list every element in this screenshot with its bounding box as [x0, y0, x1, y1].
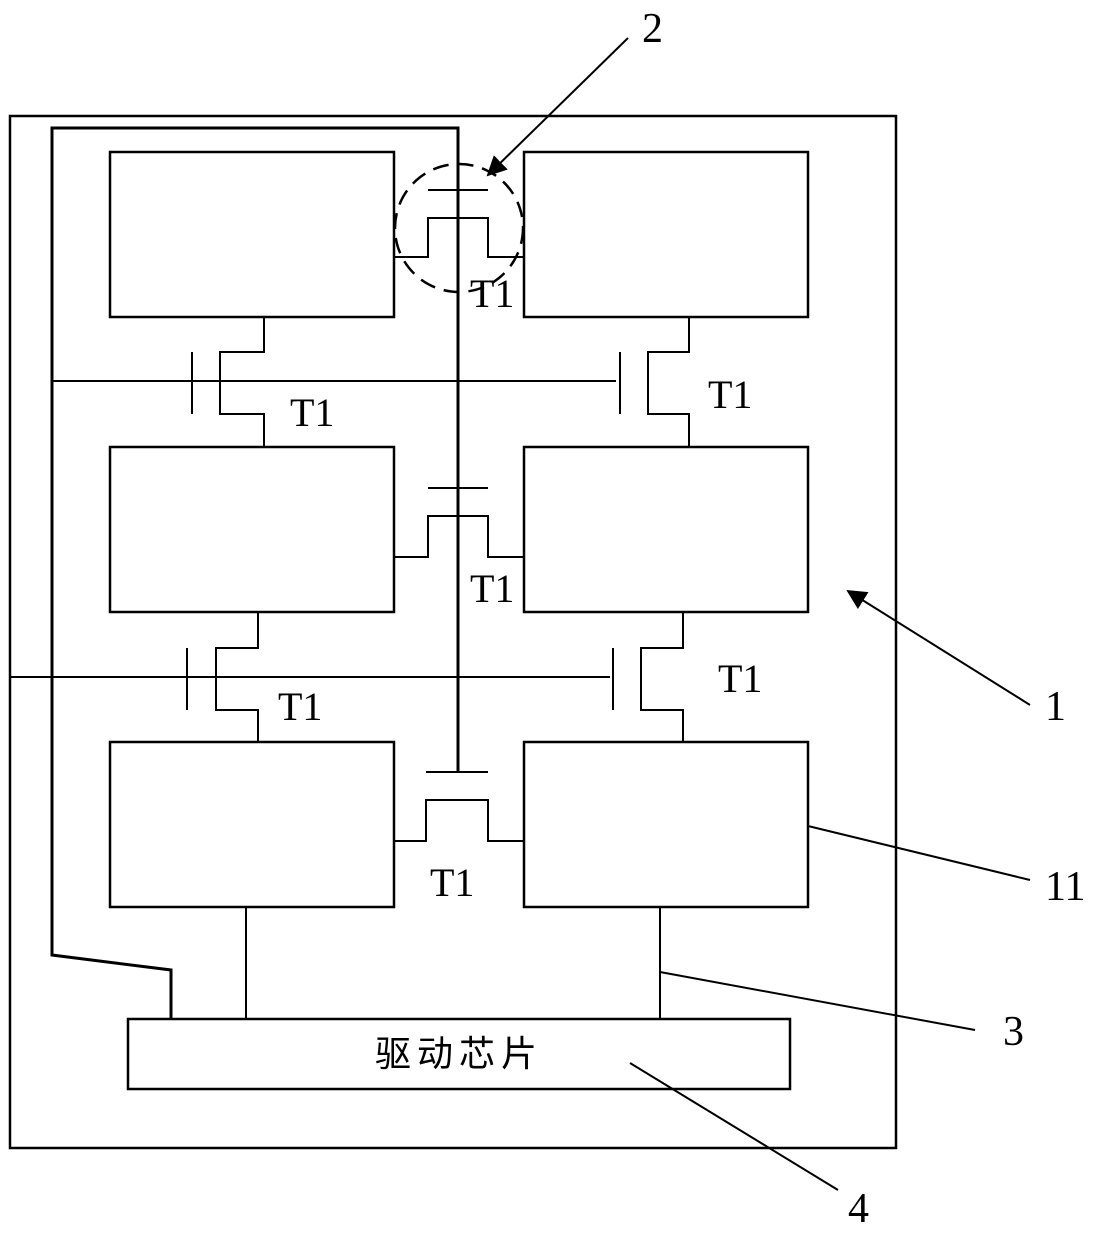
transistor-label: T1: [290, 390, 334, 435]
vertical-transistor-right-2: [613, 612, 683, 742]
callout-number-3: 3: [1003, 1009, 1024, 1055]
callout-number-2: 2: [642, 6, 663, 52]
pixel-box: [110, 447, 394, 612]
transistor-label: T1: [718, 656, 762, 701]
callout-leader-1: [848, 591, 1030, 705]
pixel-box: [110, 742, 394, 907]
callout-leader-11: [808, 826, 1030, 880]
transistor-label: T1: [278, 684, 322, 729]
transistor-label: T1: [430, 860, 474, 905]
pixel-box: [524, 447, 808, 612]
pixel-box: [524, 742, 808, 907]
pixel-box: [524, 152, 808, 317]
transistor-label: T1: [470, 271, 514, 316]
driver-chip-label: 驱动芯片: [375, 1034, 543, 1074]
callout-number-4: 4: [848, 1186, 869, 1231]
callout-number-1: 1: [1045, 684, 1066, 730]
callout-number-11: 11: [1045, 864, 1085, 910]
vertical-transistor-right-1: [620, 317, 689, 447]
horizontal-transistor-3: [394, 772, 524, 841]
pixel-box: [110, 152, 394, 317]
transistor-label: T1: [708, 372, 752, 417]
transistor-label: T1: [470, 566, 514, 611]
